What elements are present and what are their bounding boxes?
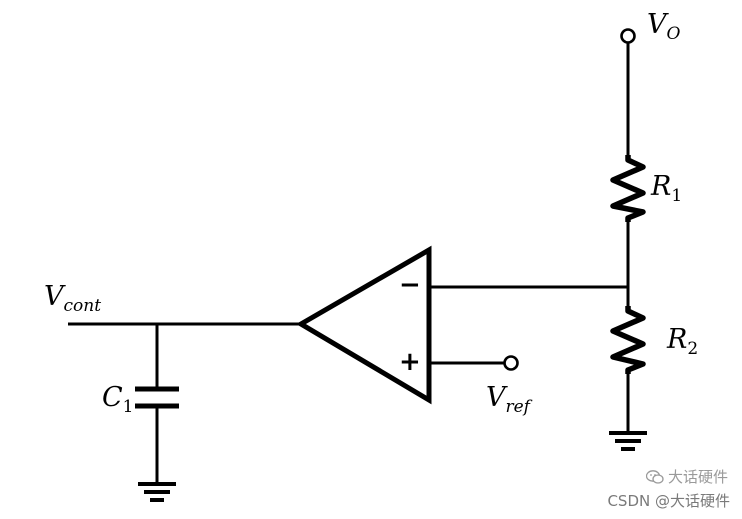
c1-label: C1: [102, 382, 134, 417]
comparator-triangle: [296, 245, 432, 405]
vref-terminal: [503, 355, 519, 371]
watermark-top-text: 大话硬件: [667, 468, 728, 486]
wechat-icon: [645, 470, 664, 484]
vcont-label: Vcont: [44, 281, 102, 316]
vo-terminal: [620, 28, 636, 44]
r2-label: R2: [667, 324, 699, 359]
noninverting-input-sign: +: [399, 347, 421, 377]
ground-symbol-left: [138, 482, 176, 502]
inverting-input-sign: −: [399, 270, 421, 300]
vref-label: Vref: [486, 382, 530, 417]
r1-label: R1: [651, 171, 683, 206]
ground-symbol-right: [609, 431, 647, 451]
watermark-top: 大话硬件: [645, 468, 728, 486]
vo-label: VO: [647, 9, 681, 44]
r1-resistor: [610, 155, 646, 222]
watermark-bottom: CSDN @大话硬件: [607, 492, 730, 510]
r2-resistor: [610, 306, 646, 374]
